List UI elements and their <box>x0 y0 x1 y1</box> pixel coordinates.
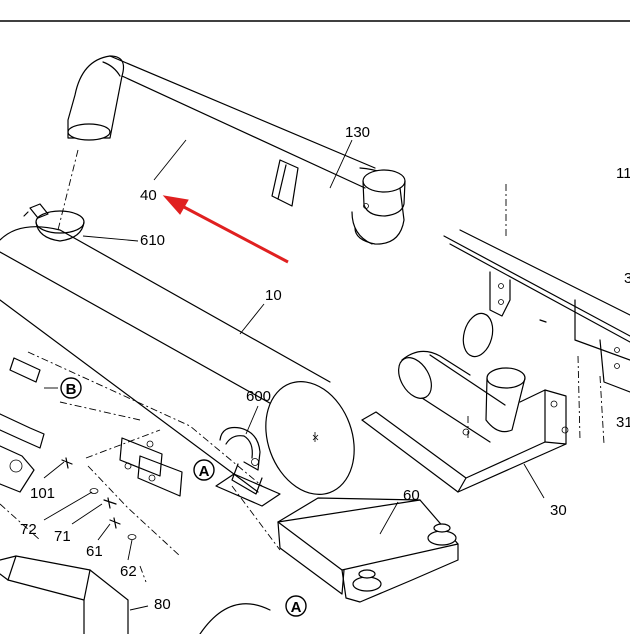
reference-letter-b: B <box>66 381 77 398</box>
bracket-60 <box>277 497 459 603</box>
callout-10: 10 <box>265 287 282 304</box>
callout-600: 600 <box>246 388 271 405</box>
callout-31-partial: 31 <box>616 414 630 431</box>
reference-circle-a-2: A <box>285 595 307 617</box>
leader-lines <box>43 139 545 611</box>
reference-letter-a-2: A <box>291 599 302 616</box>
callout-610: 610 <box>140 232 165 249</box>
muffler-10 <box>0 226 355 495</box>
callout-11-partial: 11 <box>616 165 630 182</box>
frame-rails <box>443 229 630 393</box>
clamp-610 <box>23 203 85 242</box>
callout-80: 80 <box>154 596 171 613</box>
reference-circle-b: B <box>60 377 82 399</box>
mount-clamp-600 <box>215 426 281 507</box>
reference-letter-a-1: A <box>199 463 210 480</box>
callout-30: 30 <box>550 502 567 519</box>
callout-40: 40 <box>140 187 157 204</box>
callout-3-partial: 3 <box>624 270 630 287</box>
reference-circle-a-1: A <box>193 459 215 481</box>
callout-130: 130 <box>345 124 370 141</box>
center-lines <box>0 149 605 583</box>
bracket-30 <box>361 312 569 493</box>
left-brackets <box>0 357 183 540</box>
callout-60: 60 <box>403 487 420 504</box>
callout-71: 71 <box>54 528 71 545</box>
callout-72: 72 <box>20 521 37 538</box>
exhaust-pipe-130 <box>67 55 406 245</box>
callout-61: 61 <box>86 543 103 560</box>
box-80 <box>0 555 271 635</box>
highlight-arrow <box>162 195 289 264</box>
callout-101: 101 <box>30 485 55 502</box>
callout-62: 62 <box>120 563 137 580</box>
